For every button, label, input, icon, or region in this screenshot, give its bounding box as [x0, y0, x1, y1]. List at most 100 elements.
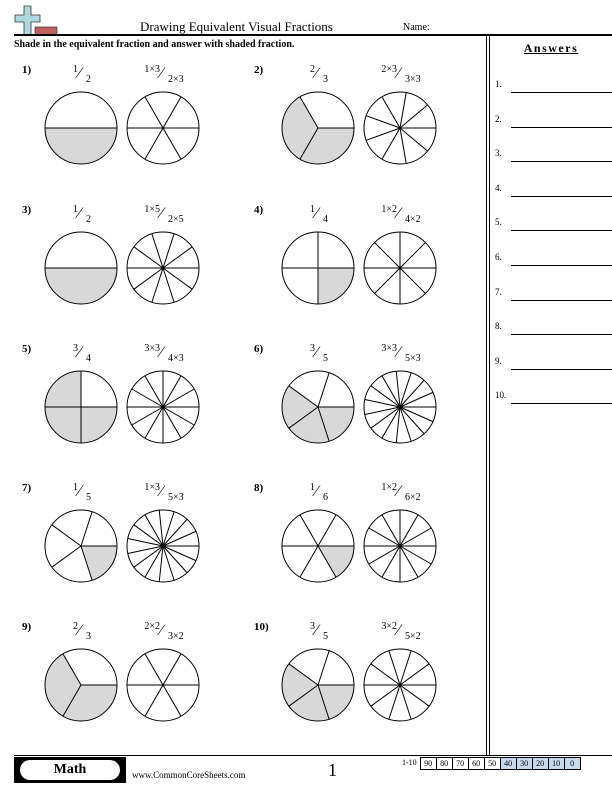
equivalent-fraction-circle[interactable] [125, 90, 201, 166]
answer-column-divider [489, 36, 490, 755]
score-cell: 40 [499, 757, 517, 770]
answer-blank[interactable] [511, 403, 612, 405]
given-fraction: 1⁄6 [288, 483, 348, 507]
numerator: 1×3 [144, 482, 160, 493]
numerator: 3 [73, 343, 78, 354]
fraction-slash: ⁄ [397, 622, 400, 639]
equivalent-fraction: 2×3⁄3×3 [370, 65, 430, 89]
plus-minus-logo-icon [14, 5, 58, 36]
denominator: 6×2 [405, 492, 421, 503]
answer-blank[interactable] [511, 161, 612, 163]
answer-number: 8. [495, 321, 502, 332]
equivalent-fraction-circle[interactable] [362, 508, 438, 584]
equivalent-fraction: 3×3⁄5×3 [370, 344, 430, 368]
name-label: Name: [403, 22, 430, 33]
equivalent-fraction-circle[interactable] [362, 369, 438, 445]
score-cell: 20 [531, 757, 549, 770]
score-cell: 70 [451, 757, 469, 770]
given-fraction-circle [281, 231, 355, 305]
answer-row: 9. [495, 356, 612, 370]
fraction-slash: ⁄ [78, 344, 81, 361]
fraction-slash: ⁄ [160, 65, 163, 82]
score-cell: 60 [467, 757, 485, 770]
instructions: Shade in the equivalent fraction and ans… [14, 39, 295, 50]
problem-number: 2) [254, 64, 264, 76]
denominator: 5 [323, 631, 328, 642]
logo [14, 5, 58, 36]
equivalent-fraction-circle[interactable] [125, 647, 201, 723]
answer-blank[interactable] [511, 334, 612, 336]
answer-blank[interactable] [511, 126, 612, 128]
denominator: 3×2 [168, 631, 184, 642]
answer-row: 8. [495, 321, 612, 336]
equivalent-fraction-circle[interactable] [125, 230, 201, 306]
problem-number: 3) [22, 204, 32, 216]
numerator: 3×2 [381, 621, 397, 632]
equivalent-fraction-circle[interactable] [362, 230, 438, 306]
denominator: 2 [86, 214, 91, 225]
denominator: 5 [86, 492, 91, 503]
given-fraction: 1⁄2 [51, 65, 111, 89]
numerator: 3×3 [144, 343, 160, 354]
numerator: 3×3 [381, 343, 397, 354]
answer-number: 1. [495, 79, 502, 89]
given-fraction-circle [281, 91, 355, 165]
numerator: 1×5 [144, 204, 160, 215]
equivalent-fraction: 1×2⁄4×2 [370, 205, 430, 229]
numerator: 2×3 [381, 64, 397, 75]
answer-row: 6. [495, 252, 612, 266]
given-fraction-circle [44, 370, 118, 444]
answer-number: 4. [495, 182, 502, 193]
problem-number: 5) [22, 343, 32, 355]
answer-row: 4. [495, 183, 612, 197]
denominator: 6 [323, 492, 328, 503]
equivalent-fraction-circle[interactable] [362, 90, 438, 166]
answer-blank[interactable] [511, 230, 612, 232]
score-cell: 80 [435, 757, 453, 770]
answer-blank[interactable] [511, 299, 612, 301]
problem-number: 10) [254, 621, 269, 633]
given-fraction-circle [44, 648, 118, 722]
equivalent-fraction: 1×5⁄2×5 [133, 205, 193, 229]
denominator: 5 [323, 353, 328, 364]
denominator: 5×2 [405, 631, 421, 642]
denominator: 4×2 [405, 214, 421, 225]
equivalent-fraction-circle[interactable] [362, 647, 438, 723]
given-fraction: 3⁄5 [288, 344, 348, 368]
problem-number: 8) [254, 482, 264, 494]
fraction-slash: ⁄ [78, 483, 81, 500]
page-number: 1 [328, 760, 337, 780]
answers-title: Answers [523, 41, 579, 55]
equivalent-fraction-circle[interactable] [125, 508, 201, 584]
equivalent-fraction-circle[interactable] [125, 369, 201, 445]
given-fraction: 1⁄4 [288, 205, 348, 229]
subject-badge: Math [14, 757, 126, 783]
denominator: 3 [86, 631, 91, 642]
answer-number: 6. [495, 252, 502, 262]
score-cell: 0 [563, 757, 581, 770]
numerator: 1×2 [381, 482, 397, 493]
given-fraction: 1⁄2 [51, 205, 111, 229]
numerator: 2 [73, 621, 78, 632]
denominator: 5×3 [168, 492, 184, 503]
answer-blank[interactable] [511, 265, 612, 266]
answer-blank[interactable] [511, 92, 612, 93]
fraction-slash: ⁄ [315, 622, 318, 639]
answer-row: 2. [495, 114, 612, 128]
given-fraction-circle [281, 509, 355, 583]
answer-blank[interactable] [511, 368, 612, 370]
fraction-slash: ⁄ [315, 205, 318, 222]
problem-number: 4) [254, 204, 264, 216]
fraction-slash: ⁄ [160, 483, 163, 500]
header-divider [14, 34, 612, 36]
score-cell: 30 [515, 757, 533, 770]
given-fraction: 3⁄5 [288, 622, 348, 646]
numerator: 3 [310, 343, 315, 354]
answer-row: 3. [495, 148, 612, 163]
numerator: 1×2 [381, 204, 397, 215]
answer-column-divider [486, 36, 487, 755]
answer-blank[interactable] [511, 195, 612, 197]
fraction-slash: ⁄ [160, 622, 163, 639]
answer-row: 5. [495, 217, 612, 232]
